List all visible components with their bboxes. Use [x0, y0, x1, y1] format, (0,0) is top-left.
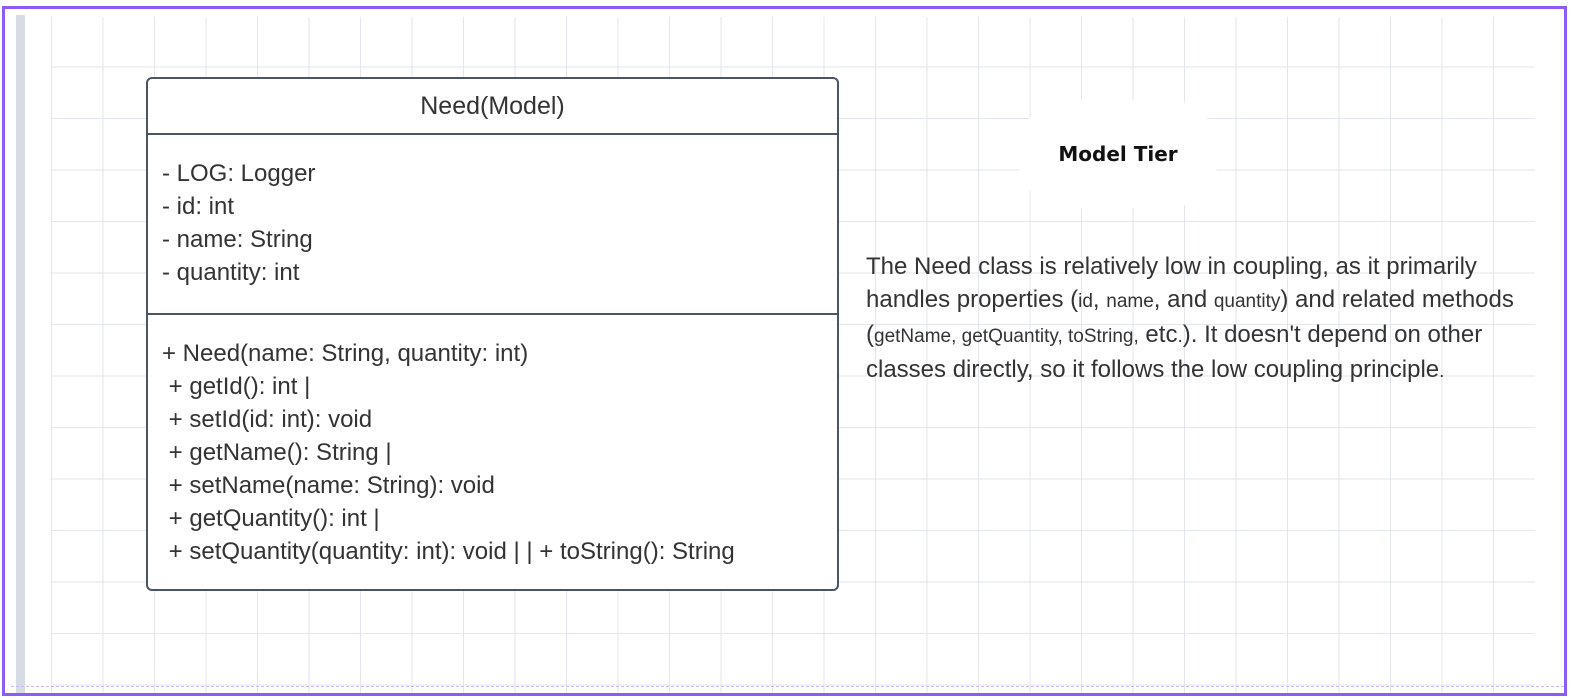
- uml-method: + getQuantity(): int |: [162, 505, 380, 532]
- bottom-dashed-divider: [11, 685, 1564, 687]
- description-text: ) and related methods (: [866, 286, 1514, 348]
- property-name: name: [1106, 291, 1154, 312]
- description-end-dot: .: [1439, 361, 1445, 382]
- method-getquantity: getQuantity: [961, 326, 1058, 347]
- method-getname: getName: [874, 326, 952, 347]
- uml-method: + Need(name: String, quantity: int): [162, 340, 529, 367]
- description-dot: .: [1177, 326, 1183, 347]
- uml-class-title: Need(Model): [148, 79, 837, 135]
- uml-attribute: - name: String: [162, 226, 313, 253]
- uml-method: + getId(): int |: [162, 373, 311, 400]
- description-sep: ,: [951, 326, 962, 347]
- left-ruler-strip: [16, 15, 25, 693]
- description-sep: , and: [1153, 286, 1214, 313]
- description-sep: ,: [1092, 286, 1107, 313]
- uml-attributes-section: - LOG: Logger - id: int - name: String -…: [148, 135, 837, 315]
- uml-method: + getName(): String |: [162, 439, 392, 466]
- uml-attribute: - quantity: int: [162, 259, 300, 286]
- model-tier-label[interactable]: Model Tier: [1018, 100, 1218, 208]
- property-id: id: [1078, 291, 1093, 312]
- uml-method: + setName(name: String): void: [162, 472, 495, 499]
- uml-class-need[interactable]: Need(Model) - LOG: Logger - id: int - na…: [146, 77, 839, 591]
- property-quantity: quantity: [1213, 291, 1281, 312]
- uml-method: + setId(id: int): void: [162, 406, 373, 433]
- description-sep: ,: [1057, 326, 1068, 347]
- description-text: ). It doesn't depend on other classes di…: [866, 321, 1483, 383]
- description-text: etc: [1138, 321, 1178, 348]
- uml-methods-section: + Need(name: String, quantity: int) + ge…: [148, 315, 837, 568]
- uml-attribute: - LOG: Logger: [162, 160, 316, 187]
- description-sep: ,: [1133, 326, 1139, 347]
- description-text: The Need class is relatively low in coup…: [866, 253, 1477, 313]
- uml-method: + setQuantity(quantity: int): void | | +…: [162, 538, 735, 565]
- uml-attribute: - id: int: [162, 193, 235, 220]
- method-tostring: toString: [1068, 326, 1134, 347]
- coupling-description[interactable]: The Need class is relatively low in coup…: [866, 250, 1526, 388]
